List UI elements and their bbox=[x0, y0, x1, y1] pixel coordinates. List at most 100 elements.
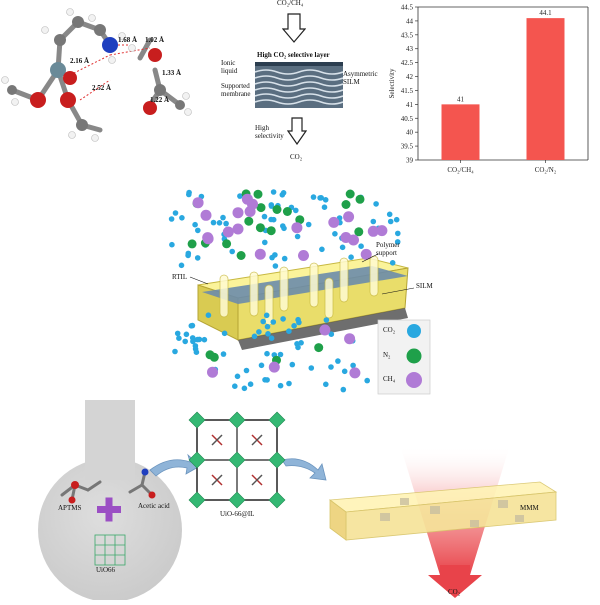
distance-label: 1.02 Å bbox=[145, 36, 165, 44]
supported-membrane-label: Supported membrane bbox=[221, 82, 251, 98]
bar bbox=[441, 104, 480, 160]
co2-molecule bbox=[319, 246, 325, 253]
co2-molecule bbox=[256, 329, 262, 335]
co2-molecule bbox=[364, 377, 370, 384]
n2-molecule bbox=[253, 189, 263, 199]
co2-molecule bbox=[350, 362, 356, 369]
co2-molecule bbox=[265, 331, 271, 337]
n2-molecule bbox=[209, 352, 219, 362]
co2-molecule bbox=[264, 323, 271, 330]
co2-molecule bbox=[328, 331, 335, 337]
bar-value-label: 41 bbox=[457, 95, 465, 103]
n2-molecule bbox=[187, 239, 197, 249]
co2-molecule bbox=[192, 346, 199, 352]
mmm-panel: APTMS Acetic acid UiO66 UiO-66@IL MMM CO… bbox=[0, 400, 600, 602]
distance-label: 1.68 Å bbox=[118, 36, 138, 44]
co2-molecule bbox=[279, 192, 286, 198]
co2-molecule bbox=[308, 365, 315, 371]
ch4-molecule bbox=[192, 197, 204, 209]
distance-label: 1.33 Å bbox=[162, 69, 182, 77]
co2-molecule bbox=[260, 318, 266, 325]
uio66-il-crystal-icon bbox=[188, 411, 286, 509]
co2-molecule bbox=[243, 367, 250, 374]
high-selectivity-label: High selectivity bbox=[255, 124, 284, 140]
co2-molecule bbox=[268, 335, 275, 341]
ch4-molecule bbox=[254, 248, 266, 260]
co2-molecule bbox=[387, 218, 394, 225]
co2-molecule bbox=[264, 350, 270, 357]
asymmetric-silm-label: Asymmetric SILM bbox=[343, 70, 378, 86]
ch4-molecule bbox=[222, 226, 234, 238]
n2-molecule bbox=[236, 251, 246, 260]
co2-molecule bbox=[310, 194, 317, 200]
uio66-label: UiO66 bbox=[96, 566, 116, 574]
co2-molecule bbox=[340, 386, 347, 393]
co2-molecule bbox=[269, 254, 275, 261]
co2-molecule bbox=[293, 207, 299, 214]
ch4-molecule bbox=[232, 223, 244, 235]
co2-molecule bbox=[221, 330, 228, 337]
co2-molecule bbox=[232, 383, 238, 389]
co2-molecule bbox=[277, 382, 284, 389]
ch4-molecule bbox=[291, 222, 303, 234]
y-tick-label: 40 bbox=[406, 129, 414, 137]
co2-molecule bbox=[190, 338, 196, 345]
co2-molecule bbox=[332, 231, 338, 237]
co2-molecule bbox=[272, 263, 279, 269]
co2-molecule bbox=[358, 243, 364, 249]
n2-molecule bbox=[341, 200, 351, 209]
co2-molecule bbox=[268, 216, 274, 223]
legend-co2-label: CO₂ bbox=[383, 326, 396, 334]
y-tick-label: 42 bbox=[406, 73, 414, 81]
co2-molecule bbox=[261, 213, 268, 220]
mmm-slab bbox=[328, 481, 558, 541]
legend-n2-label: N₂ bbox=[383, 351, 391, 359]
rtil-label: RTIL bbox=[172, 273, 188, 281]
co2-molecule bbox=[321, 204, 328, 210]
product-label: CO₂ bbox=[290, 153, 303, 161]
y-tick-label: 42.5 bbox=[401, 59, 414, 67]
uio66-il-label: UiO-66@IL bbox=[220, 510, 255, 518]
ch4-molecule bbox=[328, 216, 340, 228]
co2-molecule bbox=[179, 215, 185, 221]
y-tick-label: 41.5 bbox=[401, 87, 414, 95]
y-tick-label: 40.5 bbox=[401, 115, 414, 123]
co2-molecule bbox=[176, 335, 182, 341]
mmm-diagram bbox=[38, 400, 558, 602]
y-tick-label: 39.5 bbox=[401, 143, 414, 151]
ch4-molecule bbox=[376, 225, 388, 237]
y-tick-label: 41 bbox=[406, 101, 414, 109]
ch4-molecule bbox=[367, 225, 379, 237]
ch4-molecule bbox=[241, 193, 253, 205]
ch4-molecule bbox=[202, 232, 214, 244]
co2-molecule bbox=[178, 262, 185, 269]
uio66-crystal-icon bbox=[94, 534, 126, 566]
co2-molecule bbox=[220, 214, 226, 221]
feed-label: CO₂/CH₄ bbox=[277, 0, 304, 7]
ch4-molecule bbox=[268, 361, 280, 373]
co2-molecule bbox=[281, 225, 287, 232]
y-axis-label: Selectivity bbox=[388, 68, 396, 98]
ch4-molecule bbox=[349, 367, 361, 379]
aptms-label: APTMS bbox=[58, 504, 82, 512]
bar bbox=[526, 18, 565, 160]
co2-molecule bbox=[241, 385, 248, 392]
co2-molecule bbox=[194, 336, 201, 343]
co2-molecule bbox=[264, 377, 270, 383]
polymer-support-label: Polymer support bbox=[376, 241, 400, 257]
category-label: CO₂/CH₄ bbox=[447, 166, 474, 174]
co2-molecule bbox=[348, 254, 354, 260]
co2-molecule bbox=[281, 255, 288, 262]
gas-separation-diagram bbox=[168, 189, 431, 395]
co2-molecule bbox=[258, 362, 265, 369]
co2-molecule bbox=[188, 323, 195, 329]
selective-layer-label: High CO₂ selective layer bbox=[257, 51, 330, 59]
ch4-molecule bbox=[207, 366, 218, 378]
co2-molecule bbox=[295, 316, 301, 323]
co2-output-arrow-icon bbox=[428, 565, 482, 598]
co2-molecule bbox=[172, 210, 179, 216]
silm-gas-panel: Polymer support RTIL SILM CO₂ N₂ CH₄ bbox=[150, 180, 450, 400]
co2-molecule bbox=[322, 197, 329, 203]
co2-molecule bbox=[286, 328, 292, 334]
y-tick-label: 39 bbox=[406, 157, 414, 165]
